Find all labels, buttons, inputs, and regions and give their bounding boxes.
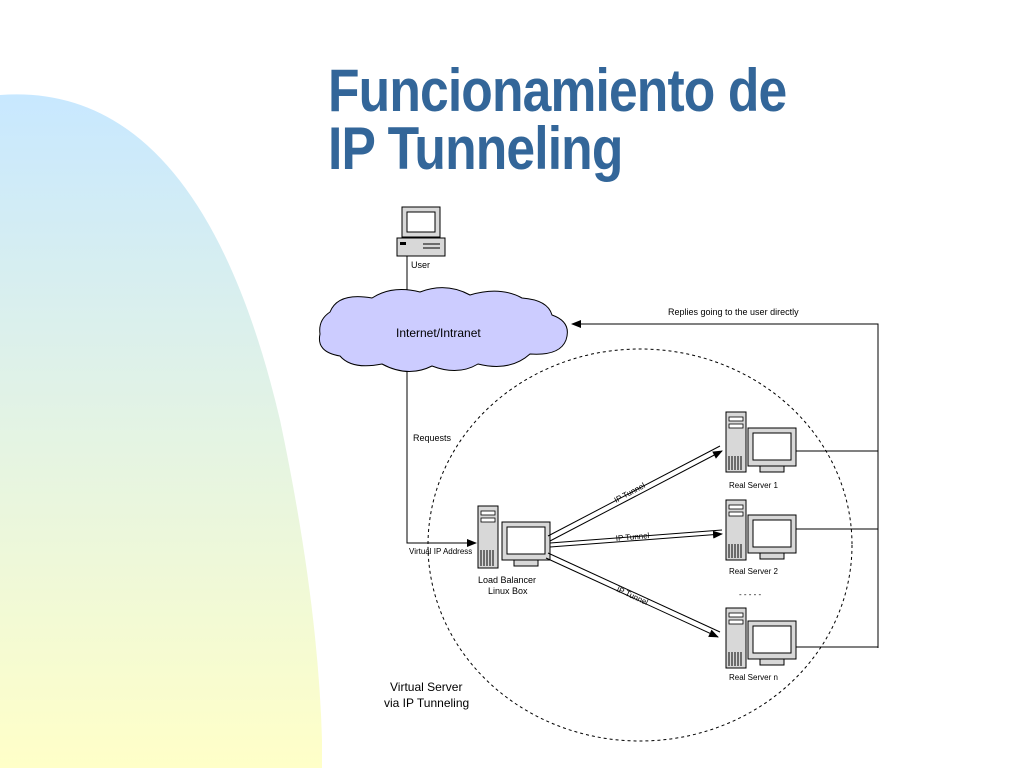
- user-label: User: [411, 260, 430, 270]
- slide-title: Funcionamiento de IP Tunneling: [328, 57, 787, 182]
- real-server-2-icon: [725, 499, 797, 561]
- load-balancer-server-icon: [477, 505, 551, 569]
- tunnel-3: [545, 552, 721, 638]
- tunnel-2: [549, 529, 723, 548]
- real-server-n-icon: [725, 607, 797, 669]
- virtual-server-boundary: [427, 348, 853, 742]
- caption-line1: Virtual Server: [390, 680, 462, 694]
- caption-line2: via IP Tunneling: [384, 696, 469, 710]
- server-ellipsis: - - - - -: [739, 590, 762, 599]
- load-balancer-label-line2: Linux Box: [488, 586, 528, 596]
- tunnel-label-2: IP Tunnel: [615, 531, 650, 543]
- virtual-ip-label: Virtual IP Address: [409, 547, 472, 556]
- requests-label: Requests: [413, 433, 452, 443]
- background-shape: [0, 94, 322, 768]
- real-server-n-label: Real Server n: [729, 673, 778, 682]
- tunnel-1: [547, 445, 723, 542]
- real-server-2-label: Real Server 2: [729, 567, 778, 576]
- user-computer-icon: [396, 206, 446, 257]
- replies-label: Replies going to the user directly: [668, 307, 799, 317]
- slide-title-line1: Funcionamiento de: [328, 57, 787, 124]
- real-server-1-icon: [725, 411, 797, 473]
- load-balancer-label-line1: Load Balancer: [478, 575, 536, 585]
- real-server-1-label: Real Server 1: [729, 481, 778, 490]
- requests-line: [406, 372, 477, 547]
- slide-title-line2: IP Tunneling: [328, 115, 623, 182]
- replies-line: [571, 320, 879, 648]
- internet-cloud: [318, 287, 568, 372]
- tunnel-label-3: IP Tunnel: [615, 585, 650, 607]
- cloud-label: Internet/Intranet: [396, 326, 481, 340]
